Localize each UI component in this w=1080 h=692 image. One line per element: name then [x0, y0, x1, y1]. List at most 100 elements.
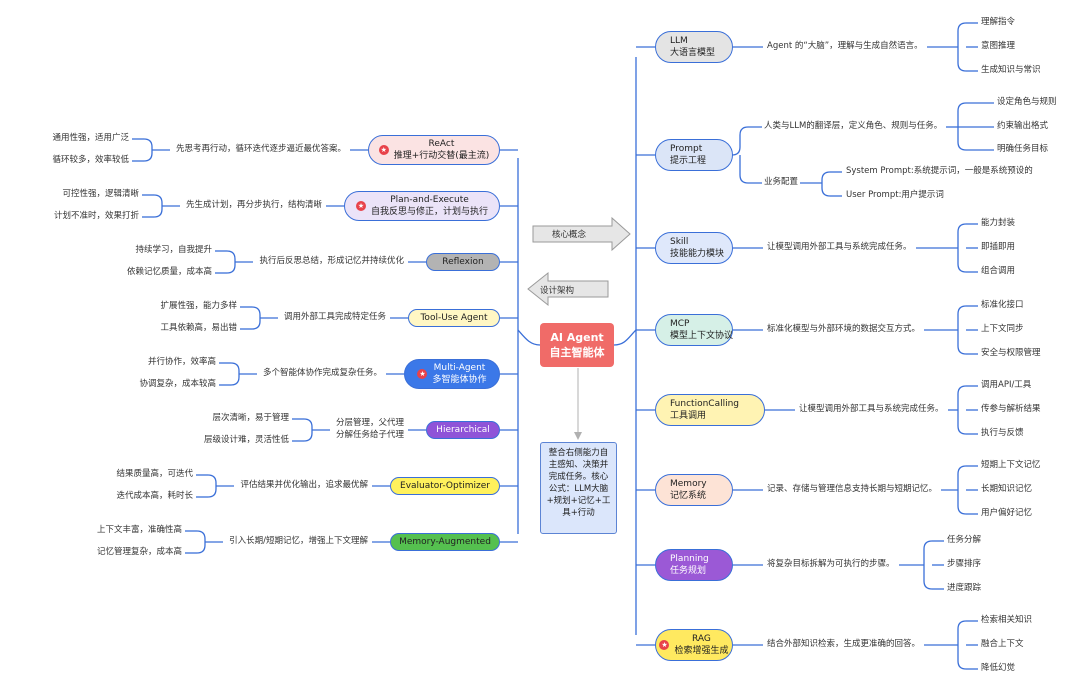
leaf-text: 即插即用: [981, 242, 1016, 252]
connector: [739, 155, 762, 184]
pattern-title: Hierarchical: [436, 425, 490, 435]
leaf-text: 依赖记忆质量，成本高: [126, 267, 212, 277]
connector: [957, 305, 967, 355]
star-icon: ★: [355, 201, 366, 211]
branch-title: Prompt: [670, 144, 703, 154]
branch-title: Skill: [670, 237, 689, 247]
branch-skill[interactable]: Skill 技能能力模块: [655, 232, 733, 264]
pattern-subtitle: 多智能体协作: [432, 375, 487, 385]
central-topic[interactable]: AI Agent 自主智能体: [540, 323, 614, 367]
branch-subtitle: 检索增强生成: [674, 646, 729, 656]
leaf-text: 扩展性强，能力多样: [160, 301, 237, 311]
branch-description: 让模型调用外部工具与系统完成任务。: [799, 404, 944, 414]
pattern-description: 评估结果并优化输出，追求最优解: [240, 480, 368, 490]
leaf-text: 上下文同步: [981, 324, 1024, 334]
leaf-text: 理解指令: [981, 17, 1016, 27]
pattern-hierarchical[interactable]: Hierarchical: [426, 421, 500, 439]
pattern-evaluator-optimizer[interactable]: Evaluator-Optimizer: [390, 477, 500, 495]
leaf-text: 通用性强，适用广泛: [52, 133, 129, 143]
pattern-multi-agent[interactable]: ★ Multi-Agent 多智能体协作: [404, 359, 500, 389]
leaf-text: 层级设计难，灵活性低: [203, 435, 289, 445]
connector: [821, 171, 831, 197]
leaf-text: 层次清晰，易于管理: [212, 413, 289, 423]
pattern-title: Multi-Agent: [433, 363, 486, 373]
central-topic-subtitle: 自主智能体: [549, 346, 605, 359]
pattern-description: 先思考再行动，循环迭代逐步逼近最优答案。: [175, 144, 346, 154]
branch-subtitle: 模型上下文协议: [670, 331, 734, 341]
leaf-text: 检索相关知识: [981, 615, 1033, 625]
branch-description: 标准化模型与外部环境的数据交互方式。: [767, 324, 921, 334]
branch-title: Planning: [670, 554, 709, 564]
leaf-text: 计划不准时，效果打折: [53, 211, 139, 221]
pattern-description: 多个智能体协作完成复杂任务。: [262, 368, 382, 378]
connector: [196, 530, 206, 554]
summary-box: 整合右侧能力自主感知、决策并完成任务。核心公式：LLM大脑+规划+记忆+工具+行…: [540, 442, 617, 534]
connector: [143, 138, 153, 162]
connector: [923, 540, 933, 590]
connector: [230, 362, 240, 386]
star-icon: ★: [378, 145, 389, 155]
leaf-text: 工具依赖高，易出错: [160, 323, 237, 333]
leaf-text: 用户偏好记忆: [981, 508, 1033, 518]
leaf-text: 记忆管理复杂，成本高: [96, 547, 182, 557]
connector: [957, 223, 967, 273]
leaf-text: 意图推理: [981, 41, 1016, 51]
pattern-title: Memory-Augmented: [399, 537, 491, 547]
branch-sub-label: 业务配置: [764, 177, 799, 187]
leaf-text: 标准化接口: [981, 300, 1024, 310]
leaf-text: 并行协作，效率高: [147, 357, 216, 367]
pattern-description-2: 分解任务给子代理: [335, 430, 404, 440]
branch-title: MCP: [670, 319, 690, 329]
branch-title: Memory: [670, 479, 707, 489]
branch-description: 将复杂目标拆解为可执行的步骤。: [767, 559, 895, 569]
pattern-title: Plan-and-Execute: [390, 195, 469, 205]
pattern-description: 调用外部工具完成特定任务: [283, 312, 386, 322]
leaf-text: 执行与反馈: [981, 428, 1024, 438]
leaf-text: 设定角色与规则: [997, 97, 1057, 107]
branch-planning[interactable]: Planning 任务规划: [655, 549, 733, 581]
branch-prompt[interactable]: Prompt 提示工程: [655, 139, 733, 171]
branch-subtitle: 技能能力模块: [670, 249, 725, 259]
leaf-text: 上下文丰富，准确性高: [96, 525, 182, 535]
pattern-subtitle: 自我反思与修正，计划与执行: [370, 207, 488, 217]
branch-subtitle: 任务规划: [670, 566, 707, 576]
pattern-subtitle: 推理+行动交替(最主流): [393, 151, 490, 161]
branch-subtitle: 提示工程: [670, 156, 707, 166]
leaf-text: 循环较多，效率较低: [52, 155, 129, 165]
connector: [957, 465, 967, 515]
leaf-text: 持续学习，自我提升: [135, 245, 212, 255]
branch-mcp[interactable]: MCP 模型上下文协议: [655, 314, 733, 346]
connector: [957, 620, 967, 670]
pattern-title: ReAct: [428, 139, 455, 149]
branch-subtitle: 工具调用: [670, 411, 707, 421]
leaf-text: 安全与权限管理: [981, 348, 1041, 358]
pattern-memory-augmented[interactable]: Memory-Augmented: [390, 533, 500, 551]
pattern-title: Evaluator-Optimizer: [400, 481, 490, 491]
connector: [517, 329, 541, 346]
connector: [251, 306, 261, 330]
connector: [226, 250, 236, 274]
leaf-text: 融合上下文: [981, 639, 1024, 649]
leaf-text: 长期知识记忆: [981, 484, 1033, 494]
pattern-reflexion[interactable]: Reflexion: [426, 253, 500, 271]
central-topic-title: AI Agent: [550, 331, 604, 344]
branch-title: RAG: [692, 634, 711, 644]
leaf-text: 可控性强，逻辑清晰: [62, 189, 139, 199]
pattern-react[interactable]: ★ ReAct 推理+行动交替(最主流): [368, 135, 500, 165]
pattern-title: Tool-Use Agent: [420, 313, 488, 323]
pattern-plan-and-execute[interactable]: ★ Plan-and-Execute 自我反思与修正，计划与执行: [344, 191, 500, 221]
pattern-description: 先生成计划，再分步执行，结构清晰: [185, 200, 322, 210]
star-icon: ★: [417, 369, 428, 379]
pattern-tool-use-agent[interactable]: Tool-Use Agent: [408, 309, 500, 327]
core-concept-arrow: [532, 216, 631, 252]
connector: [153, 194, 163, 218]
leaf-text: 短期上下文记忆: [981, 460, 1041, 470]
pattern-description: 引入长期/短期记忆，增强上下文理解: [229, 536, 368, 546]
leaf-text: 结果质量高，可迭代: [116, 469, 193, 479]
connector: [957, 22, 967, 72]
